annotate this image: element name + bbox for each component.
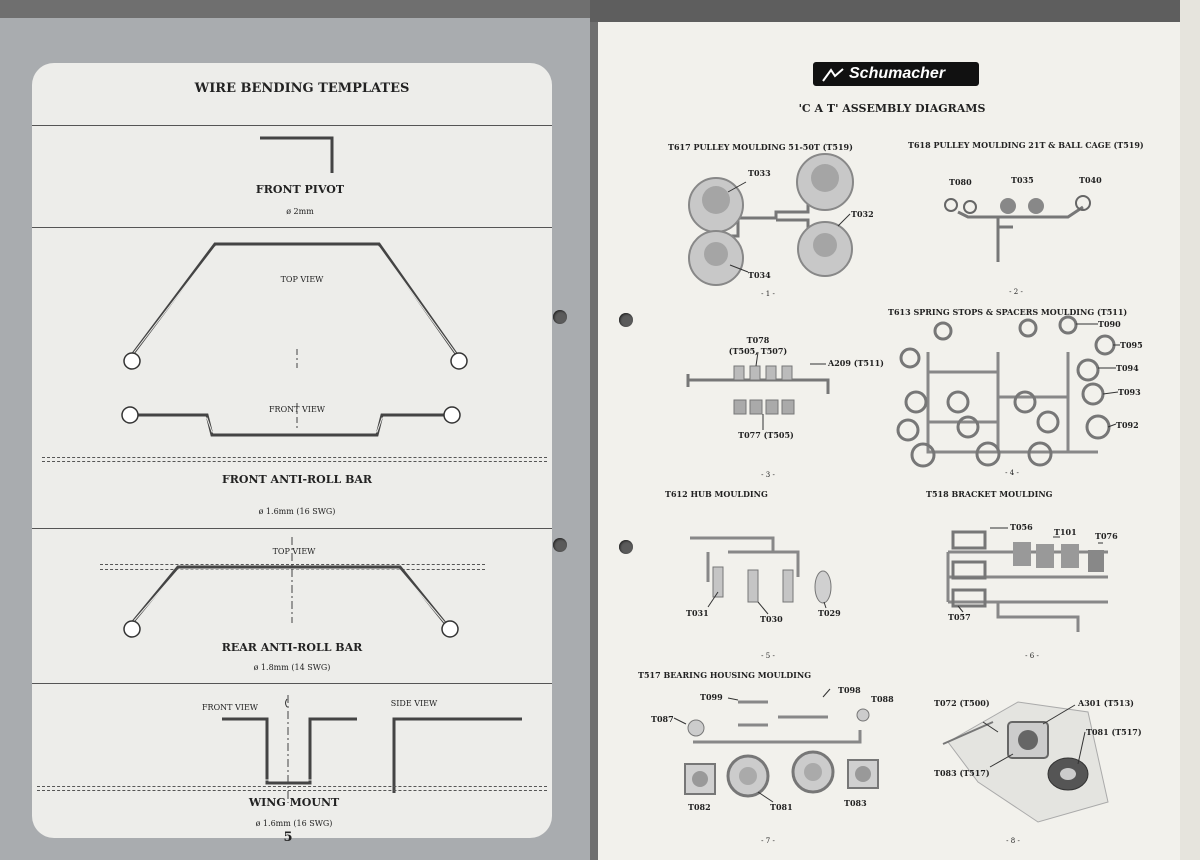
diagram-5-moulding: [690, 536, 832, 615]
page-title: WIRE BENDING TEMPLATES: [194, 81, 410, 96]
diagram-4-number: - 4 -: [1005, 469, 1019, 477]
part-label: T072 (T500): [934, 698, 990, 708]
diagram-2-pulleys: [944, 195, 1091, 262]
part-label: T081 (T517): [1086, 727, 1142, 737]
diagram-4-title: T613 SPRING STOPS & SPACERS MOULDING (T5…: [888, 307, 1128, 317]
part-label: T098: [838, 685, 861, 695]
right-page: Schumacher 'C A T' ASSEMBLY DIAGRAMS T61…: [598, 22, 1180, 860]
part-label: A209 (T511): [828, 358, 884, 368]
front-arb-size: ø 1.6mm (16 SWG): [258, 507, 336, 516]
front-pivot-template: [260, 136, 334, 173]
dashed-guide: [42, 457, 547, 458]
page-number: 5: [283, 830, 293, 845]
part-label: T033: [748, 168, 771, 178]
wing-front-view-label: FRONT VIEW: [201, 703, 259, 712]
binder-hole: [553, 310, 567, 324]
wing-side-view-label: SIDE VIEW: [390, 699, 438, 708]
divider: [32, 125, 552, 126]
part-label: (T505, T507): [728, 346, 788, 356]
diagram-3-moulding: [686, 351, 830, 430]
part-label: T034: [748, 270, 771, 280]
binder-hole: [619, 313, 633, 327]
part-label: T081: [770, 802, 793, 812]
part-label: T076: [1095, 531, 1118, 541]
part-label: T092: [1116, 420, 1139, 430]
part-label: T095: [1120, 340, 1143, 350]
part-label: T099: [700, 692, 723, 702]
part-label: T078: [746, 335, 770, 345]
part-label: A301 (T513): [1078, 698, 1134, 708]
wing-mount-template: [222, 695, 522, 803]
part-label: T056: [1010, 522, 1033, 532]
divider: [32, 528, 552, 529]
templates-panel: WIRE BENDING TEMPLATES FRONT PIVOT ø 2mm…: [32, 63, 552, 838]
part-label: T080: [949, 177, 972, 187]
part-label: T082: [688, 802, 711, 812]
part-label: T077 (T505): [738, 430, 794, 440]
divider: [32, 683, 552, 684]
brand-name: Schumacher: [849, 65, 946, 82]
binder-hole: [619, 540, 633, 554]
diagram-1-pulleys: [688, 153, 854, 286]
dashed-guide: [37, 786, 547, 787]
diagram-6-number: - 6 -: [1025, 652, 1039, 660]
front-arb-front-view-label: FRONT VIEW: [268, 405, 326, 414]
background-strip: [590, 0, 1200, 22]
front-pivot-size: ø 2mm: [286, 207, 314, 216]
diagram-1-number: - 1 -: [761, 290, 775, 298]
part-label: T057: [948, 612, 971, 622]
rear-anti-roll-bar-template: [123, 537, 459, 638]
front-anti-roll-bar-template: [121, 242, 468, 437]
part-label: T030: [760, 614, 783, 624]
part-label: T094: [1116, 363, 1139, 373]
front-pivot-label: FRONT PIVOT: [255, 183, 345, 196]
part-label: T087: [651, 714, 674, 724]
diagram-7-number: - 7 -: [761, 837, 775, 845]
part-label: T032: [851, 209, 874, 219]
front-arb-top-view-label: TOP VIEW: [280, 275, 324, 284]
assembly-title: 'C A T' ASSEMBLY DIAGRAMS: [798, 102, 986, 115]
part-label: T029: [818, 608, 841, 618]
divider: [32, 227, 552, 228]
part-label: T088: [871, 694, 894, 704]
diagram-5-number: - 5 -: [761, 652, 775, 660]
diagram-4-moulding: [896, 315, 1120, 468]
part-label: T093: [1118, 387, 1141, 397]
diagram-5-title: T612 HUB MOULDING: [665, 489, 768, 499]
wing-mount-label: WING MOUNT: [248, 796, 340, 809]
wing-mount-size: ø 1.6mm (16 SWG): [255, 819, 333, 828]
rear-arb-label: REAR ANTI-ROLL BAR: [221, 641, 363, 654]
part-label: T031: [686, 608, 709, 618]
diagram-3-number: - 3 -: [761, 471, 775, 479]
next-page-edge: [1180, 0, 1200, 860]
part-label: T083 (T517): [934, 768, 990, 778]
diagram-2-number: - 2 -: [1009, 288, 1023, 296]
diagram-8-number: - 8 -: [1006, 837, 1020, 845]
dashed-guide: [37, 790, 547, 791]
part-label: T040: [1079, 175, 1102, 185]
diagram-7-moulding: [673, 688, 879, 803]
part-label: T083: [844, 798, 867, 808]
diagram-8-assembly: [942, 701, 1109, 823]
diagram-1-title: T617 PULLEY MOULDING 51-50T (T519): [668, 142, 853, 152]
binder-hole: [553, 538, 567, 552]
left-page: WIRE BENDING TEMPLATES FRONT PIVOT ø 2mm…: [0, 18, 590, 860]
front-arb-label: FRONT ANTI-ROLL BAR: [221, 473, 373, 486]
rear-arb-top-view-label: TOP VIEW: [272, 547, 316, 556]
schumacher-logo: Schumacher: [813, 62, 979, 86]
diagram-7-title: T517 BEARING HOUSING MOULDING: [638, 670, 812, 680]
dashed-guide: [42, 461, 547, 462]
part-label: T090: [1098, 319, 1121, 329]
diagram-6-title: T518 BRACKET MOULDING: [926, 489, 1053, 499]
part-label: T035: [1011, 175, 1034, 185]
diagram-2-title: T618 PULLEY MOULDING 21T & BALL CAGE (T5…: [908, 140, 1144, 150]
rear-arb-size: ø 1.8mm (14 SWG): [253, 663, 331, 672]
diagram-6-moulding: [946, 527, 1108, 632]
part-label: T101: [1054, 527, 1077, 537]
